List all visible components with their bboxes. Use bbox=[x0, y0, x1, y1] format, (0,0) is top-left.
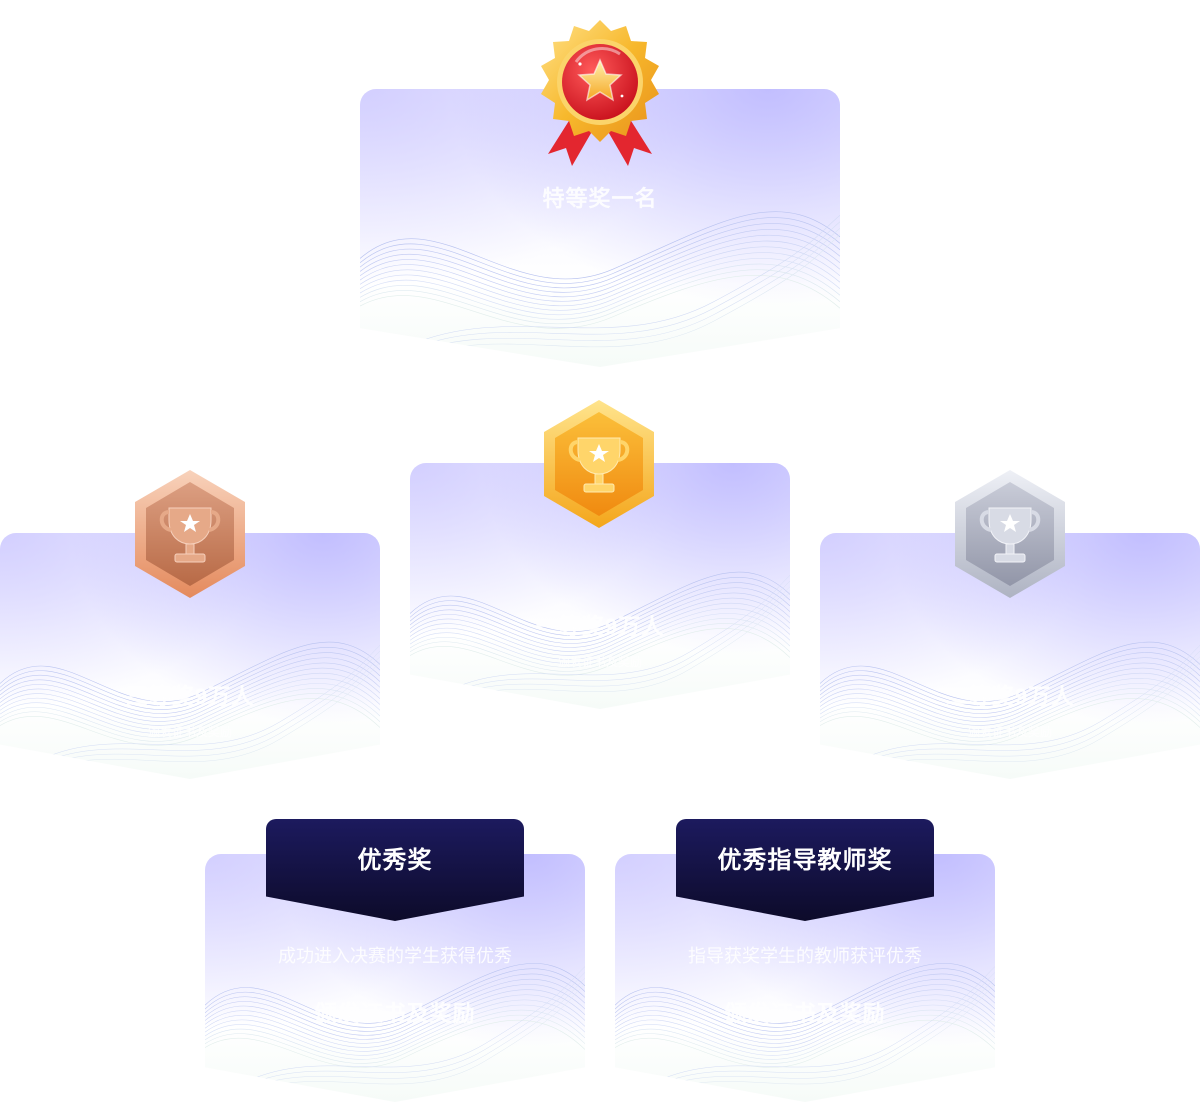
card-reward: 颁发证书及奖励 bbox=[314, 1001, 476, 1026]
silver-trophy-icon bbox=[955, 470, 1065, 598]
card-subtitle: 颁发证书及奖励 bbox=[557, 655, 642, 669]
card-subtitle: 颁发证书及奖励 bbox=[967, 725, 1052, 739]
card-title: 三等奖9万人 bbox=[125, 684, 255, 709]
bronze-trophy-icon bbox=[135, 470, 245, 598]
card-description: 成功进入决赛的学生获得优秀 bbox=[278, 946, 512, 966]
medal-star-icon bbox=[541, 20, 659, 166]
banner-teacher-award: 优秀指导教师奖 bbox=[676, 819, 934, 921]
award-card-gold: 一等奖9万人 颁发证书及奖励 bbox=[410, 463, 790, 709]
card-title: 特等奖一名 bbox=[542, 186, 658, 211]
card-description: 指导获奖学生的教师获评优秀 bbox=[688, 946, 922, 966]
card-subtitle: 颁发证书及奖励 bbox=[147, 725, 232, 739]
card-title: 二等奖9万人 bbox=[945, 684, 1075, 709]
award-card-silver: 二等奖9万人 颁发证书及奖励 bbox=[820, 533, 1200, 779]
banner-label: 优秀奖 bbox=[357, 847, 433, 874]
gold-trophy-icon bbox=[544, 400, 654, 528]
card-reward: 颁发证书及奖励 bbox=[724, 1001, 886, 1026]
banner-excellence-award: 优秀奖 bbox=[266, 819, 524, 921]
card-title: 一等奖9万人 bbox=[535, 614, 665, 639]
banner-label: 优秀指导教师奖 bbox=[717, 847, 893, 874]
